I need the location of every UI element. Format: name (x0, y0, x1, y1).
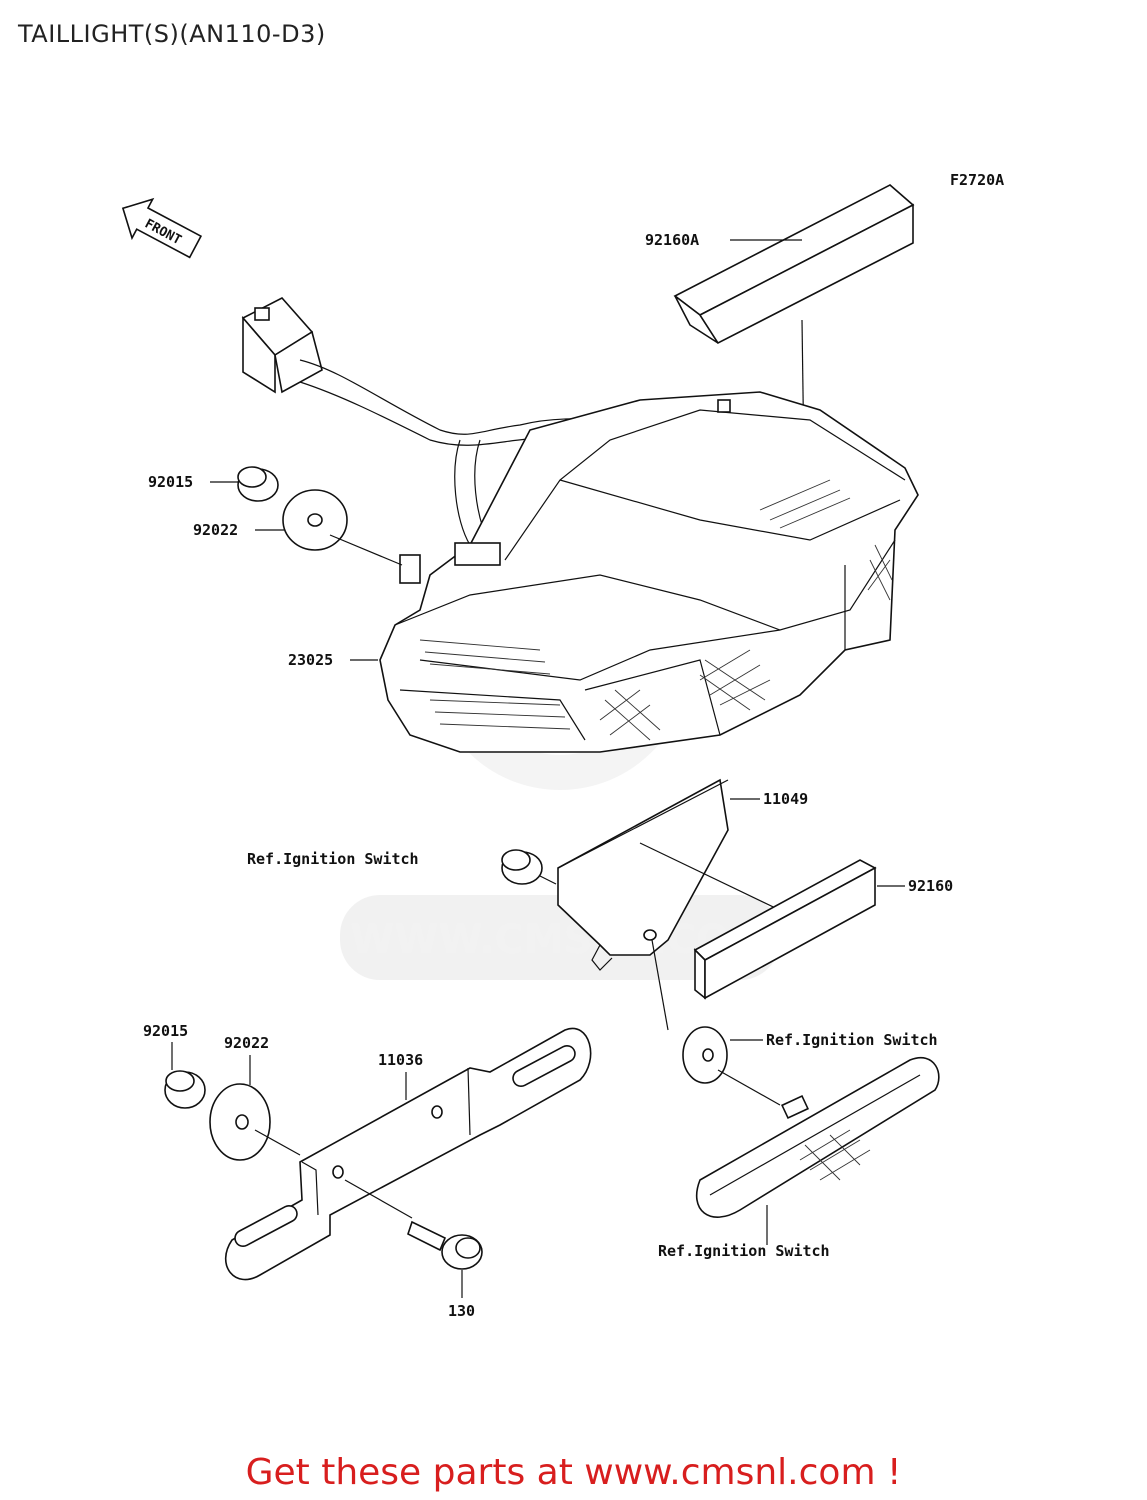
part-92022-washer-bottom (209, 1055, 301, 1161)
footer-link[interactable]: Get these parts at www.cmsnl.com ! (245, 1452, 902, 1493)
label-92160: 92160 (908, 877, 953, 895)
label-23025: 23025 (288, 651, 333, 669)
figure-code: F2720A (950, 171, 1004, 189)
front-arrow-icon: FRONT (121, 197, 203, 259)
part-23025-taillight (379, 391, 919, 753)
label-92160A: 92160A (645, 231, 699, 249)
label-92022-top: 92022 (193, 521, 238, 539)
label-92022-bottom: 92022 (224, 1034, 269, 1052)
part-92022-washer-top (255, 489, 403, 566)
label-11049: 11049 (763, 790, 808, 808)
page-title: TAILLIGHT(S)(AN110-D3) (18, 20, 326, 48)
label-ref-ignition-2: Ref.Ignition Switch (766, 1031, 938, 1049)
label-ref-ignition-1: Ref.Ignition Switch (247, 850, 419, 868)
part-11036-bracket (225, 1027, 592, 1281)
label-ref-ignition-3: Ref.Ignition Switch (658, 1242, 830, 1260)
part-92160A-pad (673, 184, 915, 536)
part-92160-pad (693, 859, 905, 1000)
label-92015-top: 92015 (148, 473, 193, 491)
ref-ignition-washer (682, 1026, 781, 1106)
part-92015-nut-bottom (164, 1042, 206, 1109)
label-11036: 11036 (378, 1051, 423, 1069)
part-92015-nut-top (210, 466, 279, 502)
mount-stud (399, 554, 421, 584)
label-92015-bottom: 92015 (143, 1022, 188, 1040)
wire-connector (241, 297, 621, 546)
reflector-lens (695, 1057, 940, 1245)
part-130-bolt (407, 1220, 483, 1298)
ref-ignition-nut (501, 849, 557, 885)
label-130: 130 (448, 1302, 475, 1320)
part-11049-bracket (557, 778, 791, 1031)
